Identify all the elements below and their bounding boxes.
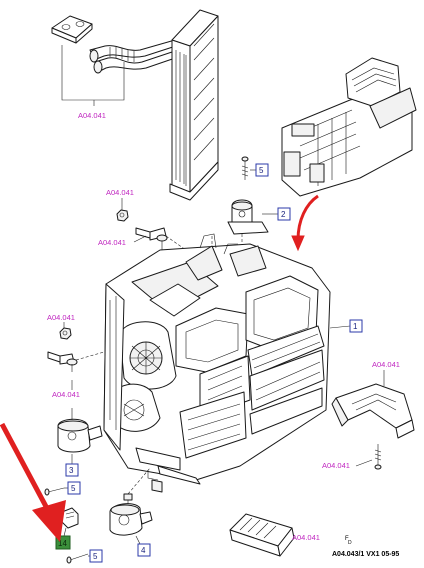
ref-label-upper-left-1: A04.041	[106, 188, 134, 197]
callout-3: 3	[69, 466, 74, 475]
screw-5-bottom	[66, 553, 89, 564]
red-arrow	[0, 422, 66, 542]
vent-grille	[229, 513, 295, 557]
ref-label-top: A04.041	[78, 111, 106, 120]
plate-id: A04.043/1 VX1 05-95	[332, 551, 399, 558]
main-housing	[103, 233, 331, 493]
callout-14: 14	[58, 539, 67, 548]
callout-box-5-top	[255, 163, 269, 177]
mark-f: F	[345, 536, 349, 542]
stud-upper	[135, 227, 168, 252]
ref-label-right-lower: A04.041	[322, 461, 350, 470]
pipe-assembly	[89, 39, 185, 74]
ref-label-mid-left-2: A04.041	[52, 390, 80, 399]
callout-5-top: 5	[259, 166, 264, 175]
callout-5-bottom: 5	[93, 552, 98, 561]
ref-label-mid-left-1: A04.041	[47, 313, 75, 322]
pipe-bracket	[51, 15, 93, 44]
heater-core	[169, 9, 219, 201]
callout-4: 4	[141, 546, 146, 555]
callout-2: 2	[281, 210, 286, 219]
screw-5-top	[241, 156, 249, 180]
callout-box-1	[349, 319, 363, 333]
callout-box-5-mid	[67, 481, 81, 495]
callout-5-mid: 5	[71, 484, 76, 493]
callout-box-4	[137, 543, 151, 557]
blower-housing	[281, 57, 417, 197]
screw-5-mid	[44, 487, 65, 496]
actuator-motor	[227, 199, 269, 235]
stud-mid	[47, 351, 78, 372]
actuator-4	[109, 493, 153, 536]
actuator-lower	[57, 408, 103, 453]
ref-label-right: A04.041	[372, 360, 400, 369]
nut-mid	[59, 327, 72, 340]
ref-label-bottom: A04.041	[292, 533, 320, 542]
callout-box-2	[277, 207, 291, 221]
ref-label-upper-left-2: A04.041	[98, 238, 126, 247]
mark-d: D	[348, 540, 352, 546]
callout-box-5-bottom	[89, 549, 103, 563]
nut-upper	[116, 209, 129, 222]
callout-1: 1	[353, 322, 358, 331]
screw-right	[374, 444, 382, 470]
callout-box-3	[65, 463, 79, 477]
air-duct	[331, 383, 415, 439]
